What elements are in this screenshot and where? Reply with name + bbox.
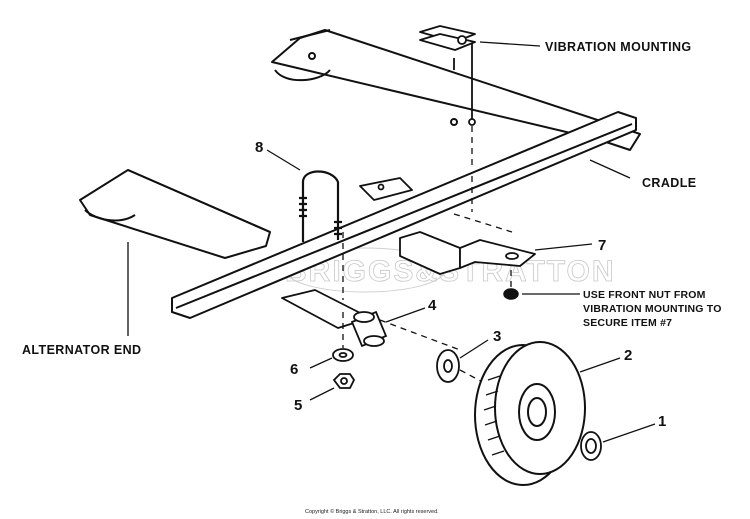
item-number-3: 3 [493,328,501,345]
item-number-5: 5 [294,397,302,414]
u-bolt-item-8 [299,170,342,242]
vibration-mounting-label: VIBRATION MOUNTING [545,40,692,54]
front-cradle-rail [79,169,271,259]
note-line-2: VIBRATION MOUNTING TO [583,303,722,315]
washer-item-6 [332,348,354,362]
leader-lines [127,41,656,443]
item-number-4: 4 [428,297,437,314]
vibration-mount-parts [419,25,476,126]
note-line-3: SECURE ITEM #7 [583,317,672,329]
wheel-item-2 [474,341,586,486]
cradle-cross-member [171,111,637,319]
front-nut [503,288,519,300]
nut-item-5 [332,373,356,389]
item-number-6: 6 [290,361,298,378]
item-number-1: 1 [658,413,666,430]
note-line-1: USE FRONT NUT FROM [583,289,706,301]
spacer-tube-item-4 [350,310,388,348]
item-7-bracket [399,231,536,275]
cradle-label: CRADLE [642,176,696,190]
item-number-8: 8 [255,139,263,156]
item-number-7: 7 [598,237,606,254]
copyright-text: Copyright © Briggs & Stratton, LLC. All … [305,508,439,515]
alternator-end-label: ALTERNATOR END [22,343,142,357]
clip-item-1 [580,431,602,461]
washer-item-3 [436,349,460,383]
item-number-2: 2 [624,347,632,364]
cradle-bracket [359,177,413,201]
